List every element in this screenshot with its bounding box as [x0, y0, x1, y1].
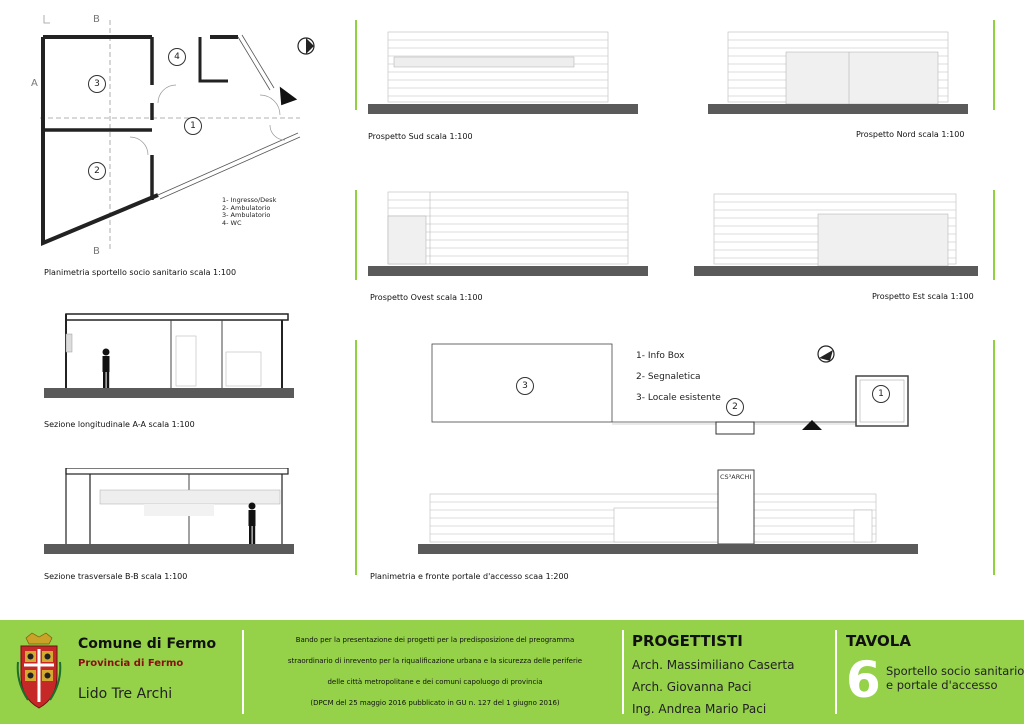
portal-number-3: 3: [516, 377, 534, 395]
location-name: Lido Tre Archi: [78, 686, 173, 702]
elevation-south-drawing: [368, 30, 638, 120]
section-letter-b-bottom: B: [93, 246, 100, 257]
green-divider-left-3: [355, 340, 357, 575]
section-longitudinal-caption: Sezione longitudinale A-A scala 1:100: [44, 420, 195, 429]
designer-1: Arch. Massimiliano Caserta: [632, 658, 795, 672]
footer-separator-1: [242, 630, 244, 714]
province-name: Provincia di Fermo: [78, 658, 184, 669]
footer-separator-2: [622, 630, 624, 714]
elevation-north-caption: Prospetto Nord scala 1:100: [856, 130, 965, 139]
north-arrow-icon: [296, 36, 316, 56]
designers-list: Arch. Massimiliano Caserta Arch. Giovann…: [632, 654, 794, 720]
green-divider-right-2: [993, 190, 995, 280]
legend-item-2: 2- Ambulatorio: [222, 203, 271, 212]
room-number-4: 4: [168, 48, 186, 66]
portal-legend: 1- Info Box 2- Segnaletica 3- Locale esi…: [636, 346, 721, 409]
portal-legend-item-1: 1- Info Box: [636, 351, 685, 361]
portal-number-1: 1: [872, 385, 890, 403]
plan-caption: Planimetria sportello socio sanitario sc…: [44, 268, 237, 277]
sheet-desc-line-2: e portale d'accesso: [886, 678, 998, 692]
portal-sign-title: CS³ARCHI: [720, 473, 752, 481]
section-transversal-drawing: [44, 468, 294, 558]
elevation-east-drawing: [694, 192, 978, 282]
sheet-number: 6: [846, 651, 881, 709]
portal-legend-item-3: 3- Locale esistente: [636, 393, 721, 403]
elevation-north-drawing: [708, 30, 968, 120]
designer-2: Arch. Giovanna Paci: [632, 680, 752, 694]
elevation-west-caption: Prospetto Ovest scala 1:100: [370, 293, 483, 302]
green-divider-right: [993, 20, 995, 110]
portal-front-drawing: [418, 468, 918, 560]
room-number-3: 3: [88, 75, 106, 93]
green-divider-left-2: [355, 190, 357, 280]
call-notice: Bando per la presentazione dei progetti …: [250, 630, 620, 714]
legend-item-1: 1- Ingresso/Desk: [222, 196, 277, 204]
footer-separator-3: [835, 630, 837, 714]
elevation-west-drawing: [368, 190, 648, 282]
floor-plan: [30, 15, 350, 265]
sheet-description: Sportello socio sanitario e portale d'ac…: [886, 664, 1024, 692]
room-number-1: 1: [184, 117, 202, 135]
notice-line-4: (DPCM del 25 maggio 2016 pubblicato in G…: [310, 699, 560, 707]
section-letter-b-top: B: [93, 14, 100, 25]
notice-line-3: delle città metropolitane e dei comuni c…: [327, 678, 543, 686]
designers-title: PROGETTISTI: [632, 632, 743, 650]
legend-item-3: 3- Ambulatorio: [222, 211, 271, 219]
notice-line-1: Bando per la presentazione dei progetti …: [295, 636, 575, 644]
notice-line-2: straordinario di inrevento per la riqual…: [287, 657, 583, 665]
section-letter-a-left: A: [31, 78, 38, 89]
elevation-east-caption: Prospetto Est scala 1:100: [872, 292, 974, 301]
sheet-desc-line-1: Sportello socio sanitario: [886, 664, 1024, 678]
north-arrow-icon-portal: [816, 344, 836, 364]
room-number-2: 2: [88, 162, 106, 180]
coat-of-arms-icon: [16, 632, 62, 716]
section-longitudinal-drawing: [44, 312, 294, 402]
plan-legend: 1- Ingresso/Desk 2- Ambulatorio 3- Ambul…: [222, 196, 277, 227]
sheet-title: TAVOLA: [846, 632, 911, 650]
legend-item-4: 4- WC: [222, 218, 242, 227]
municipality-name: Comune di Fermo: [78, 636, 217, 652]
designer-3: Ing. Andrea Mario Paci: [632, 702, 767, 716]
section-transversal-caption: Sezione trasversale B-B scala 1:100: [44, 572, 188, 581]
portal-caption: Planimetria e fronte portale d'accesso s…: [370, 572, 569, 581]
green-divider-left: [355, 20, 357, 110]
portal-number-2: 2: [726, 398, 744, 416]
portal-legend-item-2: 2- Segnaletica: [636, 372, 701, 382]
green-divider-right-3: [993, 340, 995, 575]
elevation-south-caption: Prospetto Sud scala 1:100: [368, 132, 473, 141]
title-block-footer: Comune di Fermo Provincia di Fermo Lido …: [0, 620, 1024, 724]
